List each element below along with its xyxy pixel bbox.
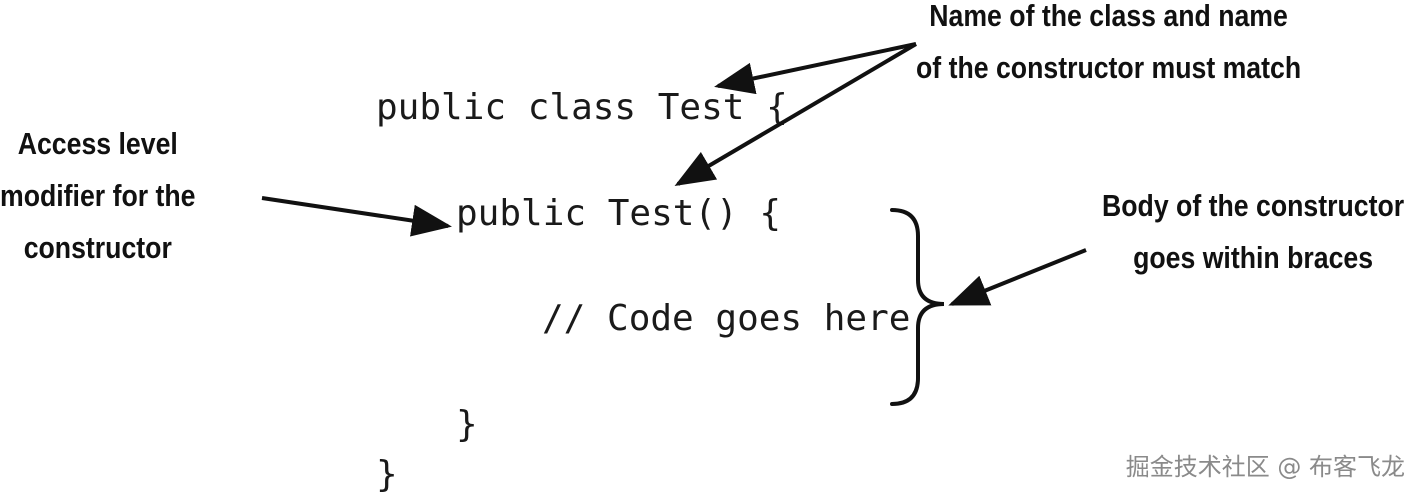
annotation-access-modifier-line-2: modifier for the — [0, 178, 196, 213]
annotation-access-modifier-line-1: Access level — [17, 126, 178, 161]
annotation-body: Body of the constructor goes within brac… — [1102, 180, 1404, 284]
annotation-name-match: Name of the class and name of the constr… — [916, 0, 1301, 94]
annotation-body-line-1: Body of the constructor — [1102, 188, 1405, 223]
code-class-close-brace: } — [376, 454, 398, 495]
code-class-declaration: public class Test { — [376, 87, 788, 128]
arrow-to-constructor-name — [674, 42, 918, 187]
code-constructor-close-brace: } — [456, 404, 478, 445]
annotation-body-line-2: goes within braces — [1133, 240, 1374, 275]
annotation-access-modifier: Access level modifier for the constructo… — [0, 118, 196, 274]
watermark: 掘金技术社区 @ 布客飞龙 — [1125, 453, 1405, 481]
arrow-to-body-brace — [948, 248, 1087, 306]
annotation-name-match-line-1: Name of the class and name — [929, 0, 1288, 33]
curly-brace-body — [890, 208, 945, 406]
code-constructor-declaration: public Test() { — [456, 193, 782, 234]
arrow-to-class-name — [714, 42, 917, 95]
code-comment: // Code goes here — [542, 298, 911, 339]
annotation-access-modifier-line-3: constructor — [23, 230, 172, 265]
annotation-name-match-line-2: of the constructor must match — [916, 50, 1302, 85]
arrow-to-access-modifier — [261, 196, 452, 237]
